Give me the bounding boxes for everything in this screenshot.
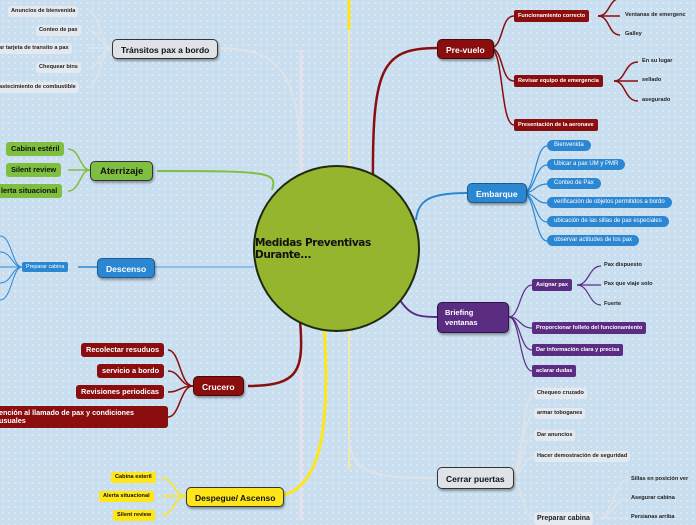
cerrar-item[interactable]: armar toboganes <box>534 408 586 419</box>
cerrar-preparar[interactable]: Preparar cabina <box>534 512 593 525</box>
descenso-preparar-cabina[interactable]: Preparar cabina <box>22 262 69 272</box>
crucero-attention-item[interactable]: ención al llamado de pax y condiciones u… <box>0 406 168 428</box>
briefing-asignar[interactable]: Asignar pax <box>532 279 573 291</box>
topic-crucero-label: Crucero <box>202 382 235 392</box>
topic-despegue[interactable]: Despegue/ Ascenso <box>186 487 285 507</box>
crucero-item[interactable]: Recolectar resuduos <box>81 343 165 357</box>
topic-aterrizaje[interactable]: Aterrizaje <box>90 161 154 181</box>
briefing-item[interactable]: Proporcionar folleto del funcionamiento <box>532 322 647 334</box>
topic-cerrar[interactable]: Cerrar puertas <box>437 467 514 489</box>
cerrar-item[interactable]: Chequeo cruzado <box>534 388 587 399</box>
revisar-child[interactable]: sellado <box>642 77 662 83</box>
prevuelo-presentacion[interactable]: Presentación de la aeronave <box>514 119 598 131</box>
topic-embarque-label: Embarque <box>476 189 518 199</box>
embarque-item[interactable]: Ubicar a pax UM y PMR <box>547 159 626 170</box>
funcionamiento-child[interactable]: Ventanas de emergenc <box>625 12 686 18</box>
preparar-child[interactable]: Persianas arriba <box>631 514 675 520</box>
topic-descenso-label: Descenso <box>106 264 147 274</box>
crucero-attention-line2: usuales <box>0 416 26 425</box>
topic-descenso[interactable]: Descenso <box>97 258 156 278</box>
topic-aterrizaje-label: Aterrizaje <box>100 166 144 177</box>
topic-transitos[interactable]: Tránsitos pax a bordo <box>112 39 219 59</box>
crucero-item[interactable]: Revisiones periodicas <box>76 385 165 399</box>
topic-transitos-label: Tránsitos pax a bordo <box>121 45 210 55</box>
aterrizaje-item[interactable]: Cabina estéril <box>6 142 65 156</box>
embarque-item[interactable]: Bienvenida <box>547 140 591 151</box>
topic-crucero[interactable]: Crucero <box>193 376 244 396</box>
topic-briefing-line2: ventanas <box>445 318 478 327</box>
revisar-child[interactable]: asegurado <box>642 97 671 103</box>
asignar-child[interactable]: Pax que viaje solo <box>604 281 653 287</box>
aterrizaje-item[interactable]: lerta situacional <box>0 184 63 198</box>
topic-prevuelo[interactable]: Pre-vuelo <box>437 39 494 59</box>
transitos-item[interactable]: Chequear bins <box>36 62 81 73</box>
transitos-item[interactable]: Conteo de pax <box>36 25 81 36</box>
topic-prevuelo-label: Pre-vuelo <box>446 45 485 55</box>
transitos-item[interactable]: Anuncios de bienvenida <box>8 6 79 17</box>
prevuelo-funcionamiento[interactable]: Funcionamiento correcto <box>514 10 590 22</box>
asignar-child[interactable]: Fuerte <box>604 301 622 307</box>
despegue-item[interactable]: Cabina esteril <box>111 472 156 483</box>
embarque-item[interactable]: observar actitudes de los pax <box>547 235 640 246</box>
central-topic-label: Medidas Preventivas Durante... <box>255 236 371 261</box>
topic-cerrar-label: Cerrar puertas <box>446 474 505 484</box>
topic-despegue-label: Despegue/ Ascenso <box>195 493 276 503</box>
transitos-item[interactable]: ar tarjeta de transito a pax <box>0 43 72 54</box>
asignar-child[interactable]: Pax dispuesto <box>604 262 642 268</box>
cerrar-item[interactable]: Hacer demostración de seguridad <box>534 451 631 462</box>
topic-embarque[interactable]: Embarque <box>467 183 527 203</box>
revisar-child[interactable]: En su lugar <box>642 58 673 64</box>
preparar-child[interactable]: Sillas en posición ver <box>631 476 689 482</box>
embarque-item[interactable]: Conteo de Pax <box>547 178 601 189</box>
briefing-item[interactable]: aclarar dudas <box>532 365 577 377</box>
central-topic[interactable]: Medidas Preventivas Durante... <box>253 165 420 332</box>
embarque-item[interactable]: ubicación de las sillas de pax especiale… <box>547 216 669 227</box>
cerrar-item[interactable]: Dar anuncios <box>534 430 576 441</box>
aterrizaje-item[interactable]: Silent review <box>6 163 62 177</box>
transitos-item[interactable]: astecimiento de combustible <box>0 82 79 93</box>
prevuelo-revisar[interactable]: Revisar equipo de emergencia <box>514 75 603 87</box>
funcionamiento-child[interactable]: Galley <box>625 31 642 37</box>
topic-briefing-line1: Briefing <box>445 308 474 317</box>
crucero-item[interactable]: servicio a bordo <box>97 364 165 378</box>
despegue-item[interactable]: Alerta situacional <box>99 491 154 502</box>
despegue-item[interactable]: Silent review <box>113 510 156 521</box>
preparar-child[interactable]: Asegurar cabina <box>631 495 675 501</box>
briefing-item[interactable]: Dar información clara y precisa <box>532 344 624 356</box>
topic-briefing[interactable]: Briefing ventanas <box>437 302 509 333</box>
embarque-item[interactable]: verificación de objetos permitidos a bor… <box>547 197 672 208</box>
crucero-attention-line1: ención al llamado de pax y condiciones <box>0 408 135 417</box>
